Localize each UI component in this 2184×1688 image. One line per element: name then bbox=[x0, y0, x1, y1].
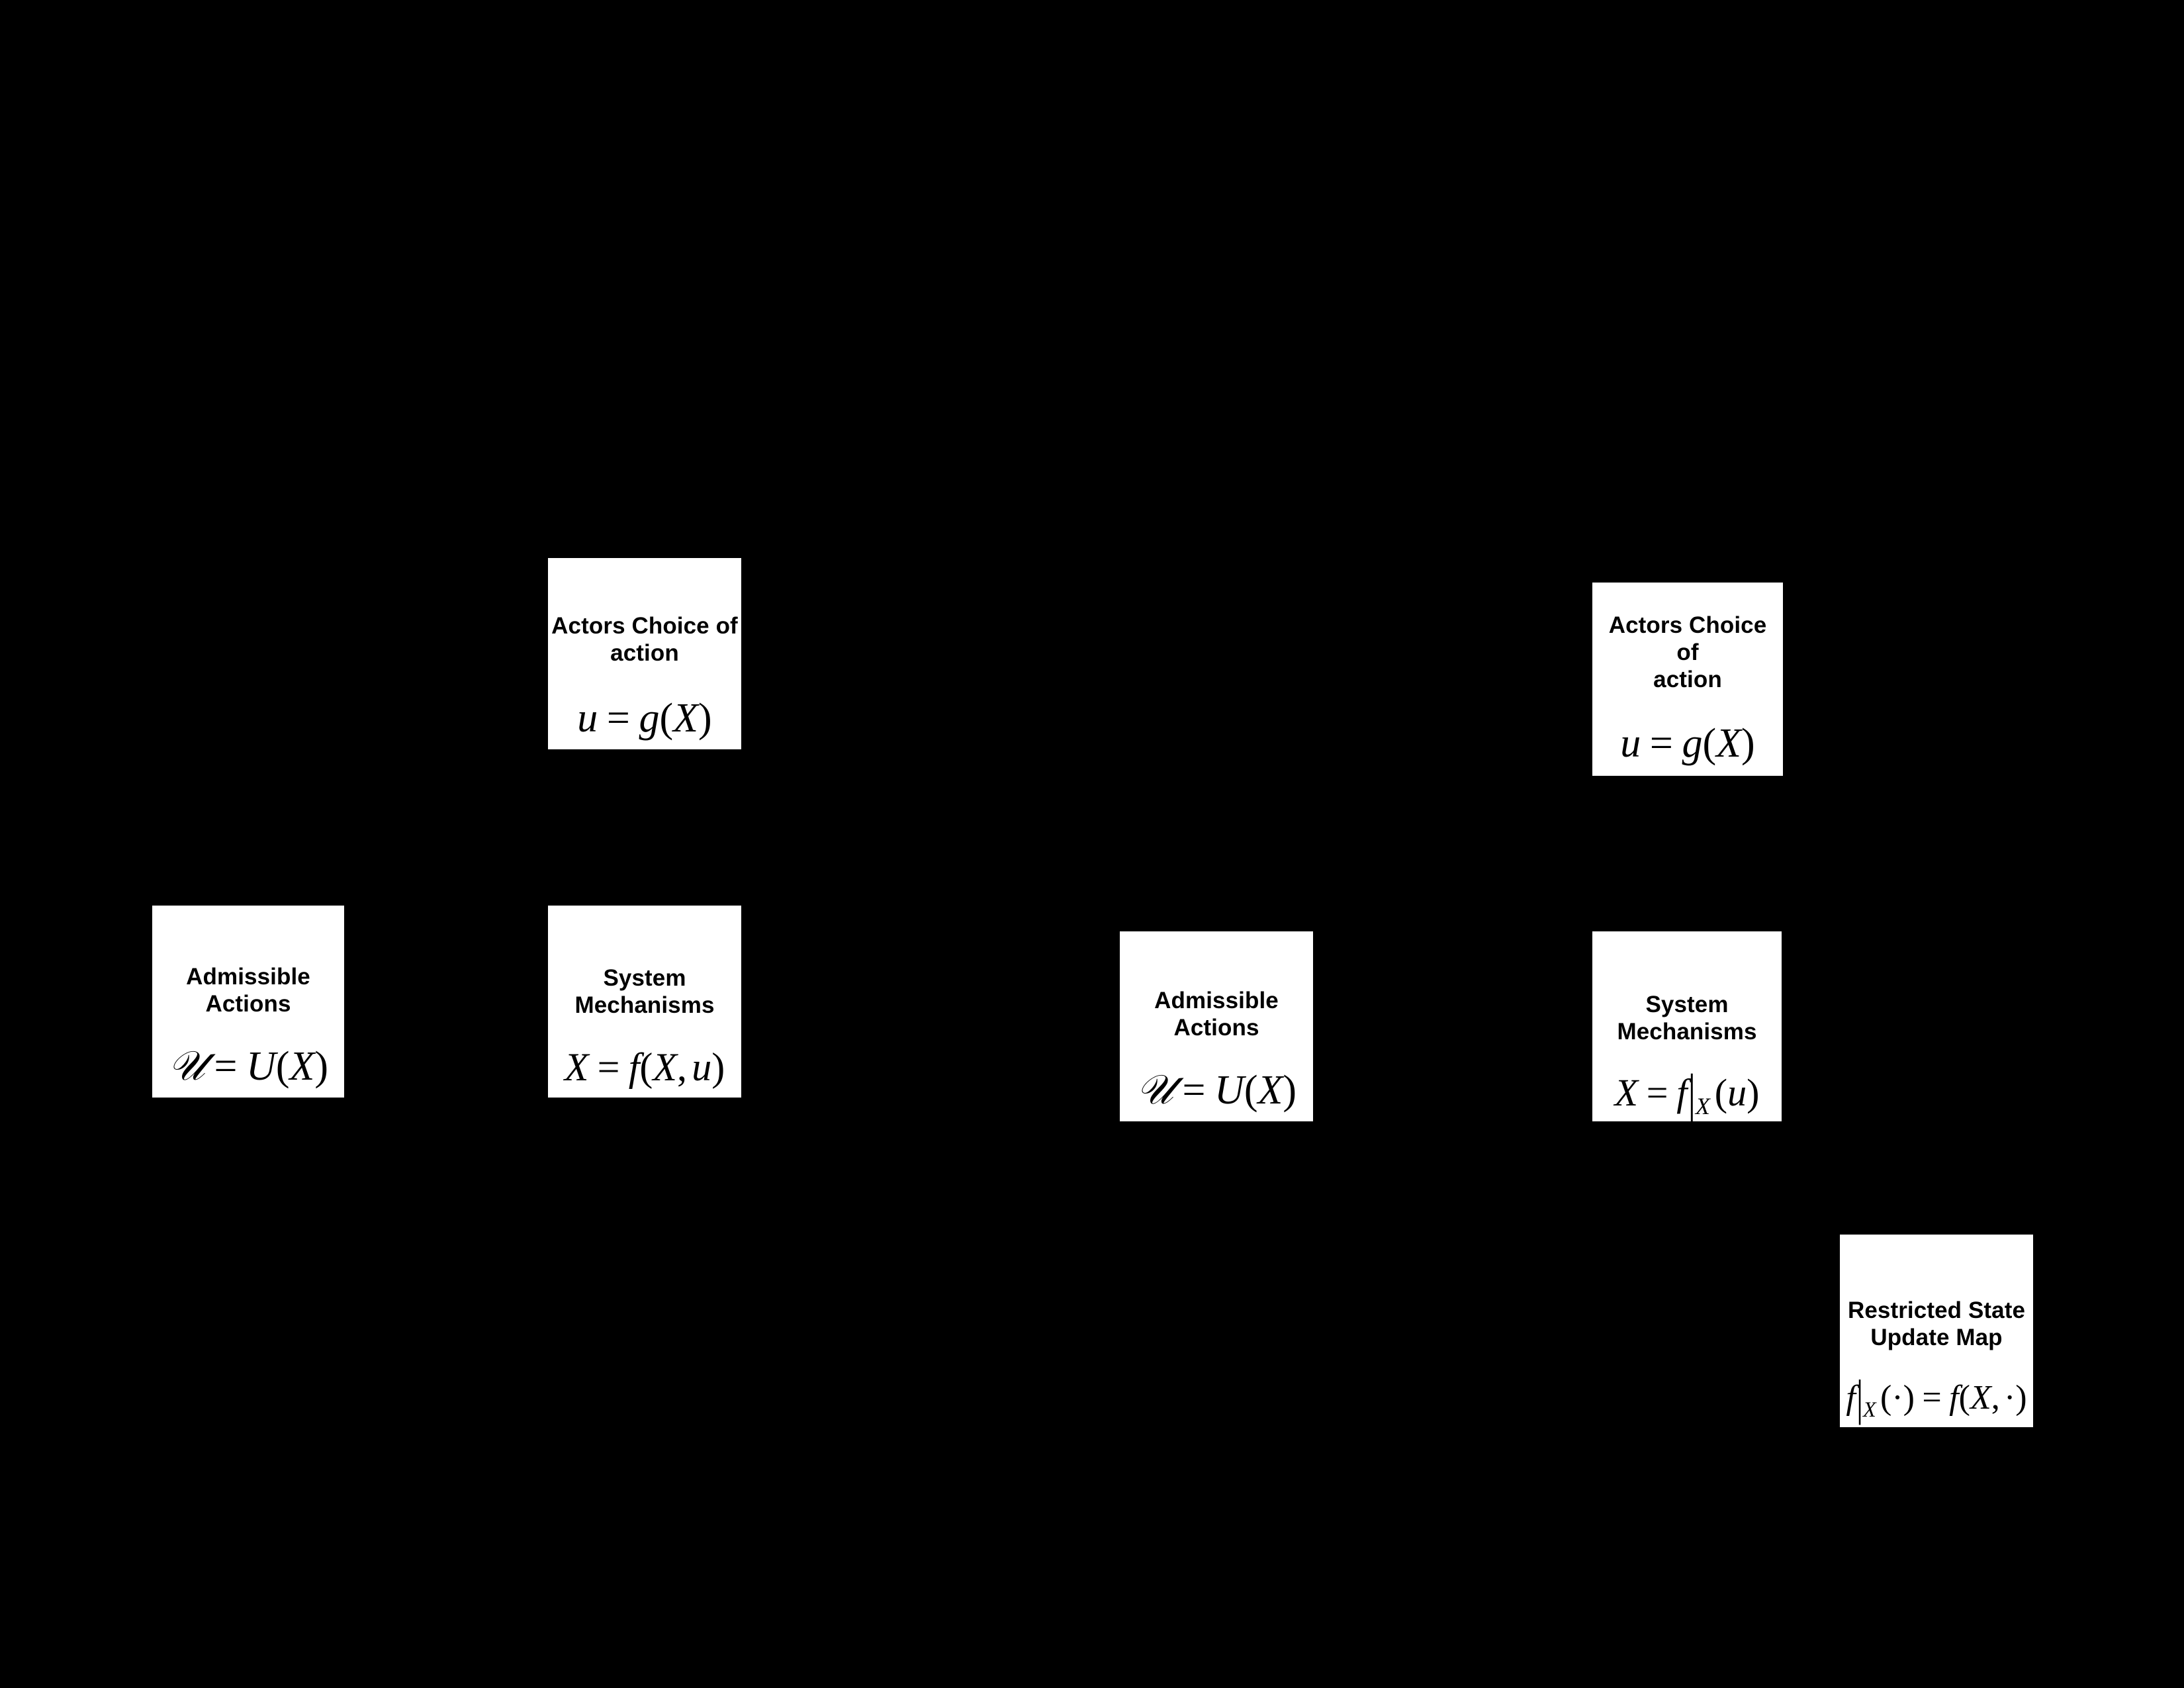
formula-lhs: X bbox=[564, 1045, 589, 1089]
formula-function-2: f bbox=[1949, 1379, 1959, 1417]
formula-close-paren: ) bbox=[711, 1045, 725, 1089]
node-title: Restricted State Update Map bbox=[1840, 1297, 2033, 1352]
formula-function: f bbox=[628, 1045, 640, 1089]
formula-dot-2: · bbox=[2003, 1379, 2016, 1417]
formula-open-paren: ( bbox=[1714, 1071, 1728, 1114]
node-title-line-2: Actions bbox=[1173, 1015, 1259, 1041]
formula-close-paren-2: ) bbox=[2015, 1379, 2027, 1417]
formula-function: U bbox=[1214, 1068, 1244, 1113]
formula-argument: X bbox=[1970, 1379, 1991, 1417]
formula-close-paren: ) bbox=[1747, 1071, 1760, 1114]
formula-restriction-bar: | bbox=[1688, 1062, 1696, 1121]
node-formula: 𝒰=U(X) bbox=[1120, 1070, 1313, 1111]
node-system-mechanisms-left[interactable]: System Mechanisms X=f(X,u) bbox=[548, 906, 741, 1098]
formula-close-paren: ) bbox=[314, 1044, 328, 1089]
node-actors-choice-right[interactable]: Actors Choice of action u=g(X) bbox=[1592, 583, 1783, 776]
formula-argument: u bbox=[1727, 1071, 1747, 1114]
node-formula: X=f|X(u) bbox=[1592, 1066, 1782, 1121]
formula-open-paren: ( bbox=[1244, 1068, 1258, 1113]
node-title-line-1: Restricted State bbox=[1847, 1297, 2026, 1324]
node-title-line-1: Admissible bbox=[186, 964, 310, 990]
formula-lhs: u bbox=[577, 696, 598, 741]
node-formula: X=f(X,u) bbox=[548, 1047, 741, 1087]
formula-open-paren: ( bbox=[275, 1044, 290, 1089]
node-title: Admissible Actions bbox=[1120, 988, 1313, 1042]
node-title-line-1: Actors Choice of bbox=[1608, 612, 1767, 666]
node-title: Actors Choice of action bbox=[548, 613, 741, 667]
formula-argument: X bbox=[1257, 1068, 1283, 1113]
formula-open-paren: ( bbox=[639, 1045, 653, 1089]
formula-argument-2: u bbox=[692, 1045, 712, 1089]
node-formula: 𝒰=U(X) bbox=[152, 1046, 344, 1087]
node-formula: u=g(X) bbox=[1592, 723, 1783, 764]
formula-lhs-script-u: 𝒰 bbox=[168, 1044, 205, 1089]
formula-comma: , bbox=[1991, 1379, 2000, 1417]
node-title-line-1: System bbox=[603, 965, 686, 992]
node-actors-choice-left[interactable]: Actors Choice of action u=g(X) bbox=[548, 558, 741, 749]
node-title: System Mechanisms bbox=[1592, 992, 1782, 1046]
formula-equals: = bbox=[1646, 1071, 1668, 1114]
formula-lhs-script-u: 𝒰 bbox=[1136, 1068, 1173, 1113]
node-title-line-2: Mechanisms bbox=[1617, 1019, 1757, 1045]
node-title-line-2: action bbox=[1653, 667, 1722, 693]
formula-open-paren: ( bbox=[1702, 721, 1717, 766]
node-title-line-2: action bbox=[610, 640, 679, 667]
formula-argument-1: X bbox=[653, 1045, 677, 1089]
formula-argument: X bbox=[673, 696, 699, 741]
node-formula: f|X(·)=f(X,·) bbox=[1840, 1374, 2033, 1423]
formula-close-paren: ) bbox=[1283, 1068, 1297, 1113]
node-title-line-2: Actions bbox=[205, 991, 291, 1017]
node-admissible-actions-right[interactable]: Admissible Actions 𝒰=U(X) bbox=[1120, 931, 1313, 1121]
formula-restriction-bar: | bbox=[1856, 1371, 1864, 1426]
node-title-line-1: System bbox=[1645, 992, 1729, 1018]
formula-lhs: u bbox=[1620, 721, 1641, 766]
formula-equals: = bbox=[1922, 1379, 1942, 1417]
formula-function: U bbox=[246, 1044, 276, 1089]
node-formula: u=g(X) bbox=[548, 698, 741, 739]
formula-comma: , bbox=[677, 1045, 687, 1089]
node-title-line-1: Admissible bbox=[1154, 988, 1279, 1014]
formula-open-paren-2: ( bbox=[1958, 1379, 1970, 1417]
formula-equals: = bbox=[1649, 721, 1673, 766]
node-title: Admissible Actions bbox=[152, 964, 344, 1018]
formula-close-paren-1: ) bbox=[1903, 1379, 1915, 1417]
formula-function: f bbox=[1846, 1379, 1856, 1417]
node-title-line-1: Actors Choice of bbox=[551, 613, 738, 639]
formula-restriction-subscript: X bbox=[1863, 1397, 1876, 1421]
formula-function: f bbox=[1676, 1071, 1688, 1114]
formula-close-paren: ) bbox=[1741, 721, 1755, 766]
formula-equals: = bbox=[606, 696, 630, 741]
node-title-line-2: Update Map bbox=[1870, 1325, 2003, 1351]
node-title: Actors Choice of action bbox=[1592, 612, 1783, 694]
formula-open-paren-1: ( bbox=[1880, 1379, 1892, 1417]
formula-equals: = bbox=[1182, 1068, 1206, 1113]
formula-function: g bbox=[639, 696, 660, 741]
formula-function: g bbox=[1682, 721, 1703, 766]
node-restricted-state-update-map[interactable]: Restricted State Update Map f|X(·)=f(X,·… bbox=[1840, 1235, 2033, 1427]
formula-equals: = bbox=[214, 1044, 238, 1089]
node-title-line-2: Mechanisms bbox=[574, 992, 715, 1019]
node-admissible-actions-left[interactable]: Admissible Actions 𝒰=U(X) bbox=[152, 906, 344, 1098]
formula-argument: X bbox=[289, 1044, 315, 1089]
formula-dot-1: · bbox=[1891, 1379, 1903, 1417]
formula-close-paren: ) bbox=[698, 696, 712, 741]
formula-open-paren: ( bbox=[659, 696, 674, 741]
formula-equals: = bbox=[597, 1045, 620, 1089]
formula-argument: X bbox=[1716, 721, 1742, 766]
formula-restriction-subscript: X bbox=[1695, 1092, 1710, 1119]
formula-lhs: X bbox=[1614, 1071, 1638, 1114]
node-title: System Mechanisms bbox=[548, 965, 741, 1019]
node-system-mechanisms-right[interactable]: System Mechanisms X=f|X(u) bbox=[1592, 931, 1782, 1121]
